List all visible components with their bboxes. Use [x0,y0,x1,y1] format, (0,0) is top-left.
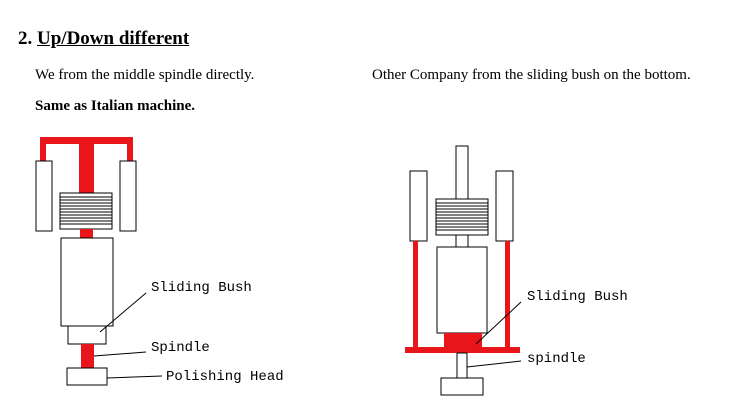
left-top-frame [40,137,133,144]
left-side-cylinder-left [35,160,53,232]
right-bellows-lines [436,202,488,231]
right-red-rod-left [413,241,418,349]
left-side-cylinder-right [119,160,137,232]
right-leader-spindle [466,360,522,368]
left-leader-spindle [93,351,147,357]
section-title: Up/Down different [37,28,190,49]
right-sliding-bush [444,333,482,349]
left-sliding-bush [60,237,114,327]
left-bellows-lines [60,196,112,225]
right-caption: Other Company from the sliding bush on t… [372,67,691,83]
right-machine-diagram [405,145,522,396]
right-bellows [435,198,489,236]
left-label-spindle: Spindle [151,340,210,356]
left-polishing-head [66,367,108,386]
right-red-rod-right [505,241,510,349]
section-number: 2. [18,28,33,49]
right-red-crossbar [405,347,520,353]
right-label-spindle: spindle [527,351,586,367]
left-leader-sliding-bush [99,292,147,333]
left-label-polishing-head: Polishing Head [166,369,284,385]
left-center-rod [79,143,94,193]
left-leader-polishing-head [106,375,163,379]
right-label-sliding-bush: Sliding Bush [527,289,628,305]
left-machine-diagram [35,137,163,386]
right-connector [455,234,469,248]
left-label-sliding-bush: Sliding Bush [151,280,252,296]
right-top-rod [455,145,469,200]
left-frame-leg-right [127,143,133,161]
right-spindle [456,352,468,379]
right-leader-sliding-bush [475,301,522,345]
left-spindle [81,344,94,368]
left-connector [80,229,93,238]
left-lower-block [67,325,107,345]
right-head [440,377,484,396]
left-frame-leg-left [40,143,46,161]
left-caption: We from the middle spindle directly. [35,67,255,83]
section-heading: 2. Up/Down different [18,28,189,50]
right-body [436,246,488,334]
left-note: Same as Italian machine. [35,98,196,114]
right-side-cylinder-left [409,170,428,242]
right-side-cylinder-right [495,170,514,242]
